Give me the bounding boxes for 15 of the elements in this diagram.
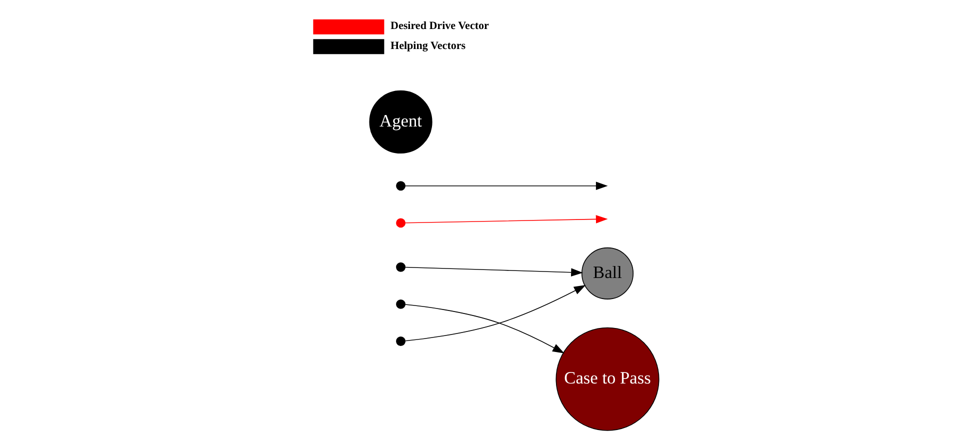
node-circle: Ball bbox=[581, 247, 634, 300]
arrow bbox=[405, 304, 564, 354]
node-circle bbox=[396, 262, 406, 272]
node-circle bbox=[396, 336, 406, 346]
legend-label: Desired Drive Vector bbox=[390, 20, 489, 32]
node-circle bbox=[396, 299, 406, 309]
node-circle: Case to Pass bbox=[556, 327, 660, 431]
node-circle bbox=[396, 218, 406, 228]
legend-label: Helping Vectors bbox=[390, 40, 466, 52]
arrow bbox=[404, 182, 608, 190]
arrow bbox=[404, 266, 583, 276]
node-circle bbox=[396, 181, 406, 191]
arrow bbox=[404, 285, 586, 342]
node-circle: Agent bbox=[369, 90, 432, 154]
arrow bbox=[404, 215, 608, 224]
